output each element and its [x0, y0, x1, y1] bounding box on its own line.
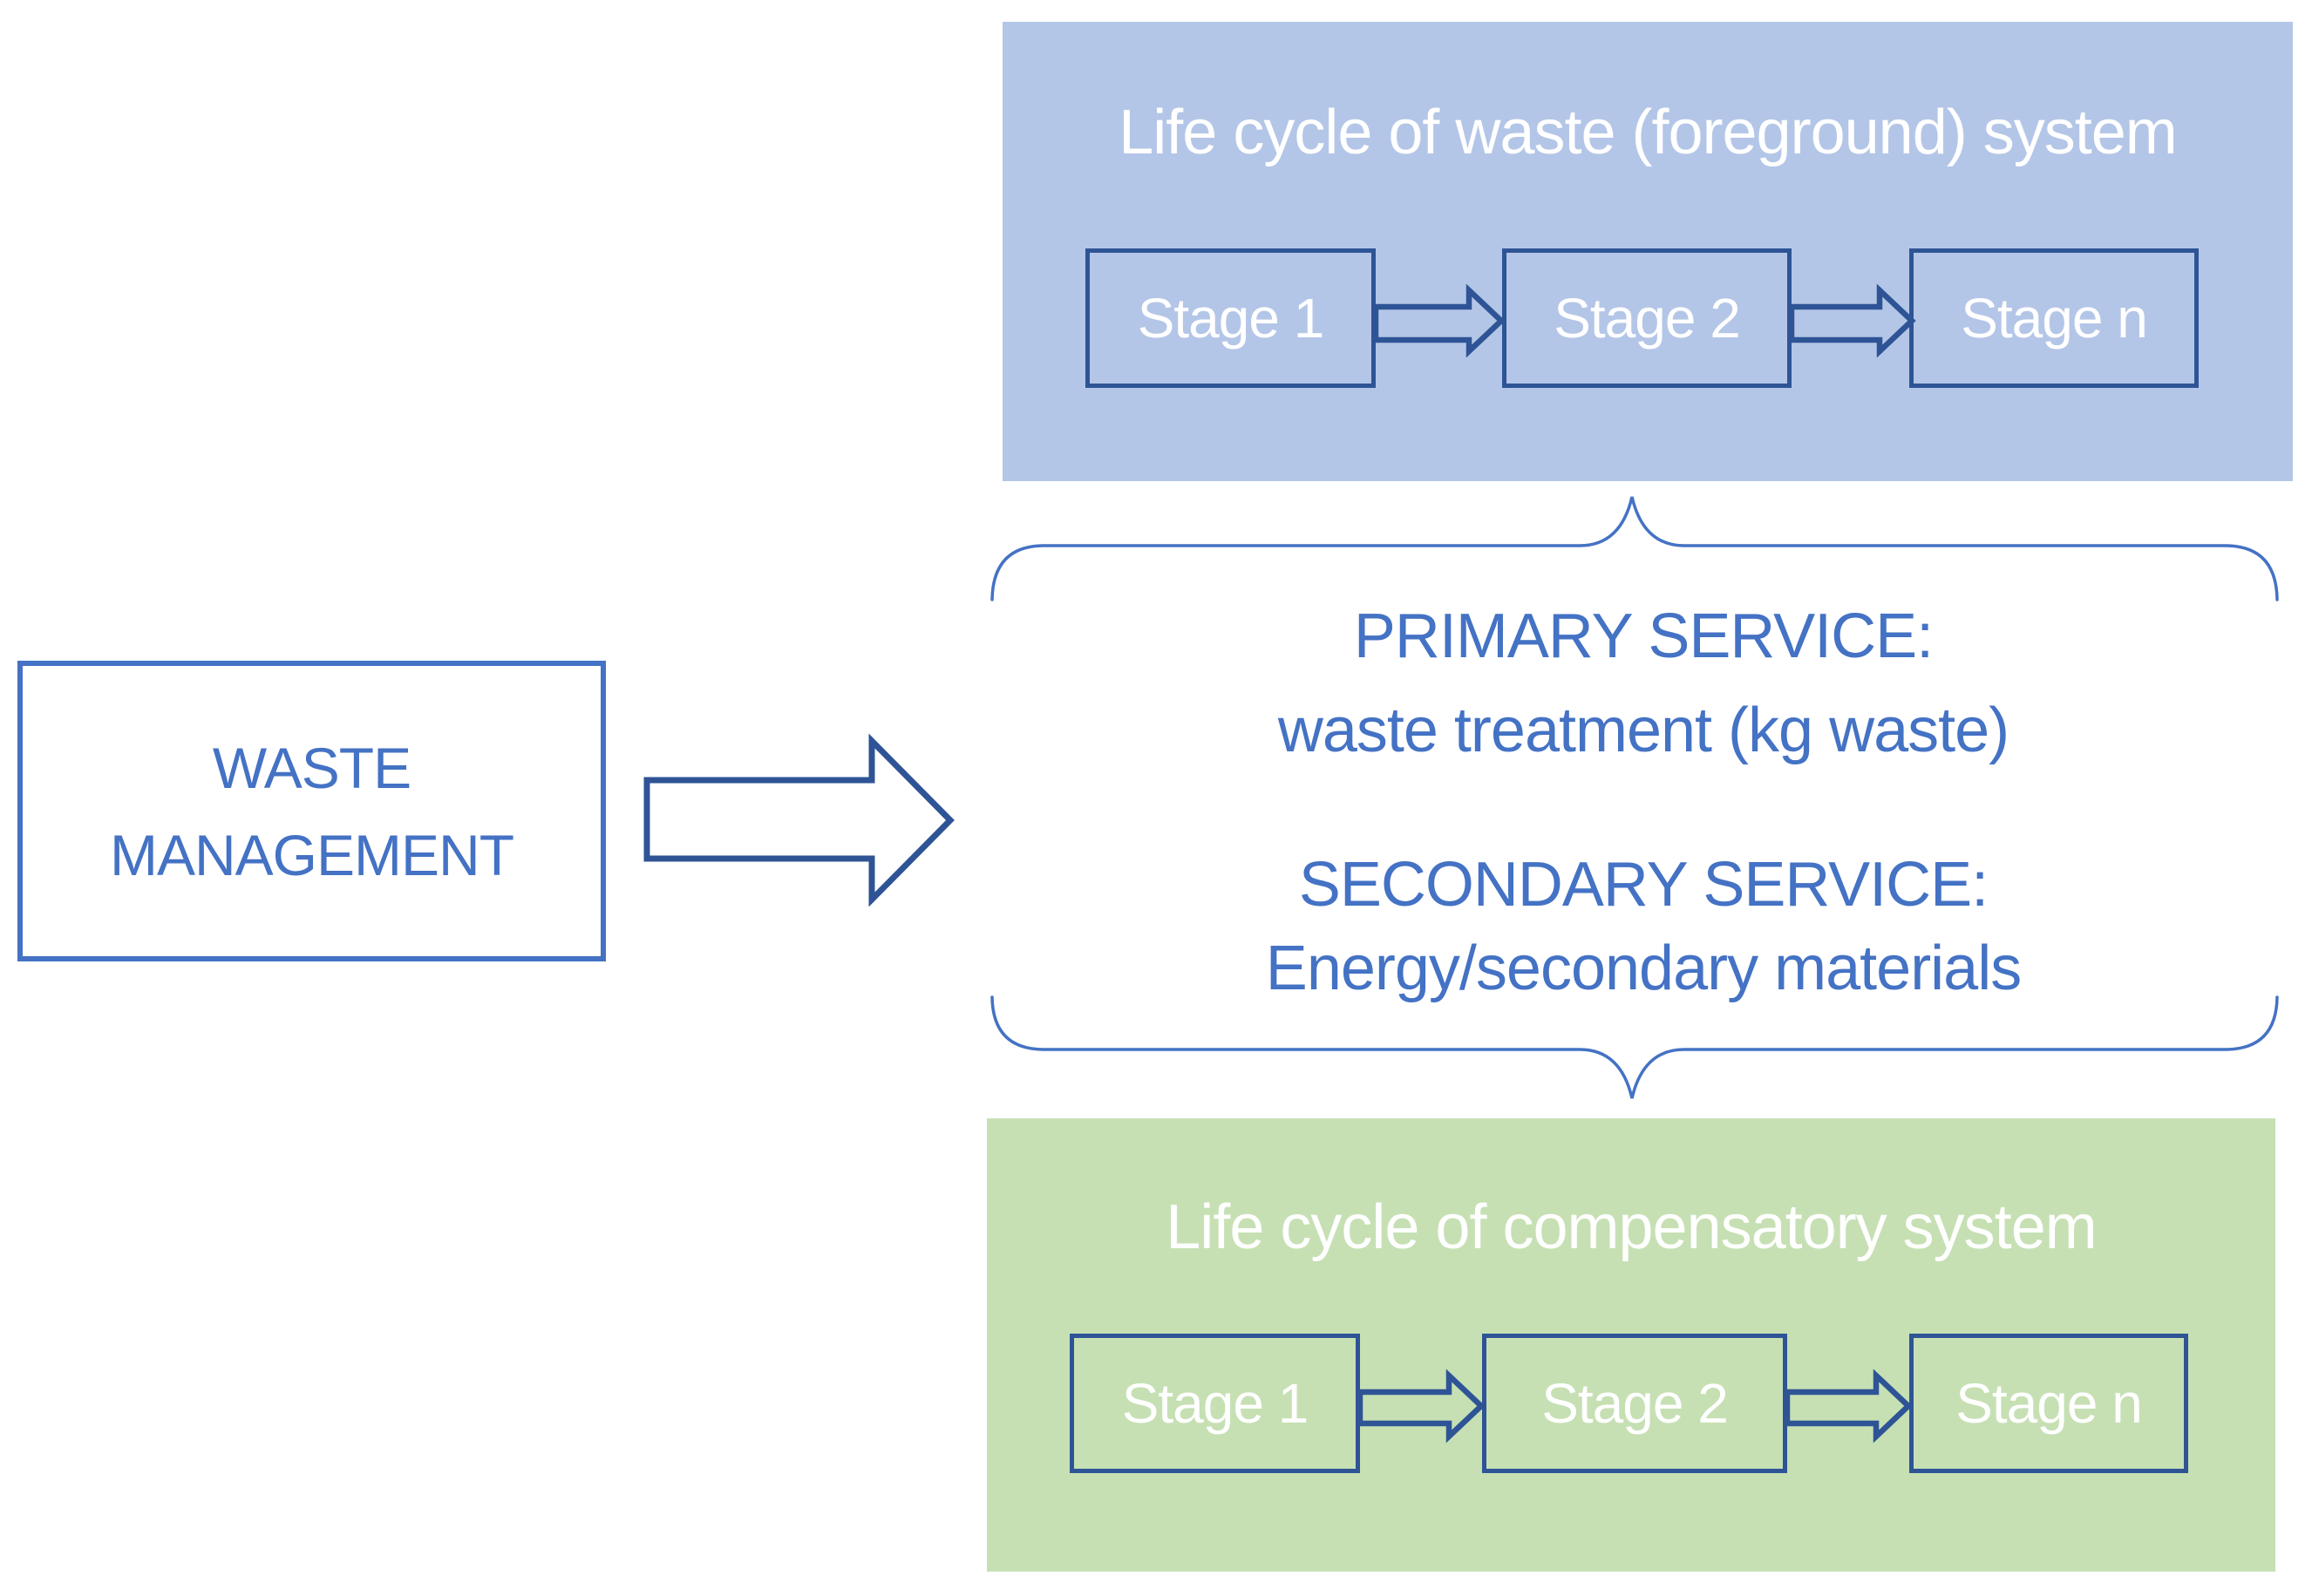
stage-label: Stage n: [1961, 287, 2148, 350]
foreground-system-panel: Life cycle of waste (foreground) system …: [1003, 22, 2293, 481]
waste-management-label-line1: WASTE: [212, 735, 411, 800]
waste-management-box: WASTE MANAGEMENT: [17, 661, 606, 961]
foreground-stage-n-box: Stage n: [1909, 248, 2199, 388]
compensatory-stage-1-box: Stage 1: [1070, 1334, 1360, 1473]
compensatory-system-panel: Life cycle of compensatory system Stage …: [987, 1118, 2275, 1572]
stage-label: Stage 2: [1541, 1372, 1729, 1435]
bottom-brace-icon: [990, 995, 2279, 1099]
foreground-stage-1-box: Stage 1: [1085, 248, 1376, 388]
stage-label: Stage 1: [1137, 287, 1325, 350]
waste-management-label-line2: MANAGEMENT: [109, 822, 514, 887]
primary-service-detail: waste treatment (kg waste): [1277, 696, 2009, 765]
big-right-arrow-icon: [643, 733, 955, 907]
secondary-service-detail: Energy/secondary materials: [1265, 934, 2022, 1003]
secondary-service-label: SECONDARY SERVICE:: [1298, 850, 1989, 920]
compensatory-system-title: Life cycle of compensatory system: [1166, 1192, 2097, 1262]
foreground-stage-2-box: Stage 2: [1502, 248, 1792, 388]
foreground-system-title: Life cycle of waste (foreground) system: [1119, 98, 2178, 167]
stage-label: Stage 2: [1554, 287, 1741, 350]
compensatory-stage-2-box: Stage 2: [1482, 1334, 1787, 1473]
stage-label: Stage 1: [1121, 1372, 1309, 1435]
stage-label: Stage n: [1955, 1372, 2143, 1435]
top-brace-icon: [990, 496, 2279, 601]
compensatory-stage-n-box: Stage n: [1909, 1334, 2188, 1473]
primary-service-label: PRIMARY SERVICE:: [1353, 601, 1934, 671]
